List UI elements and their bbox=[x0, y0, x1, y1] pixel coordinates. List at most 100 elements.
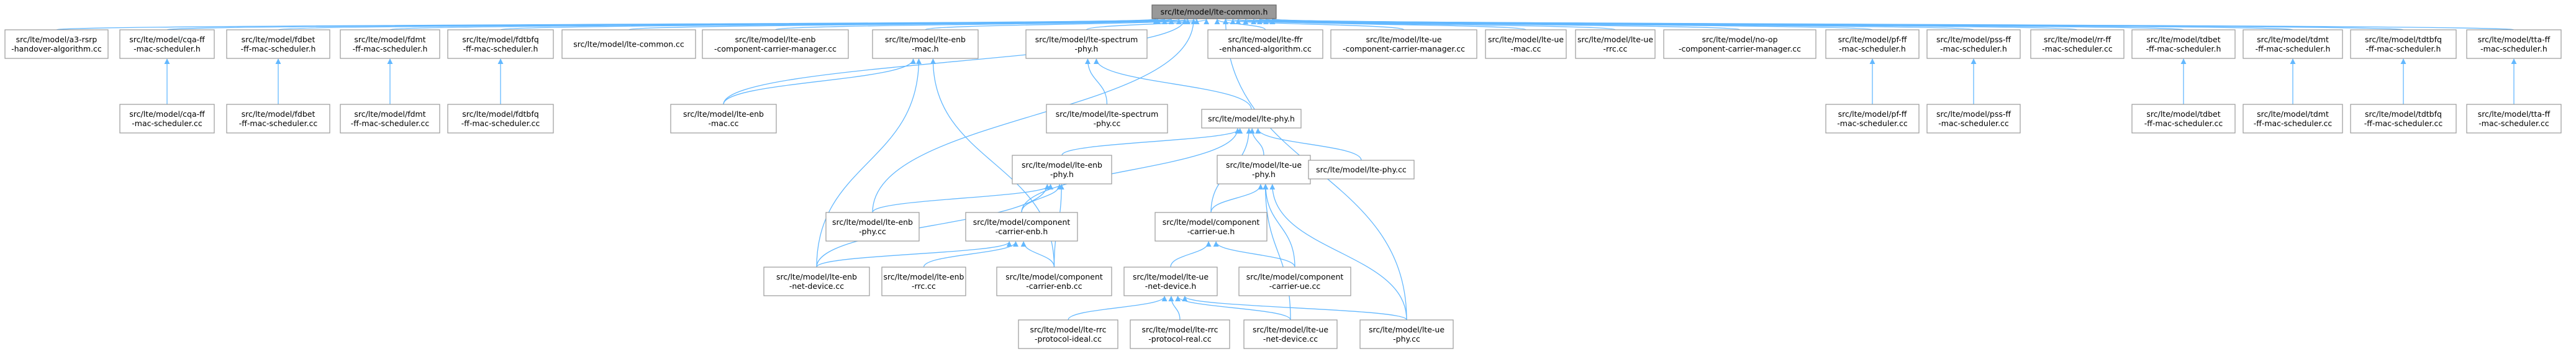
node-label: src/lte/model/tdtbfq bbox=[2365, 109, 2442, 119]
node-enb_netdev_cc[interactable]: src/lte/model/lte-enb-net-device.cc bbox=[763, 267, 870, 296]
node-label: -mac-scheduler.cc bbox=[2478, 119, 2549, 128]
node-label: src/lte/model/pss-ff bbox=[1936, 35, 2011, 44]
node-pss_h[interactable]: src/lte/model/pss-ff-mac-scheduler.h bbox=[1926, 29, 2021, 59]
node-box bbox=[881, 267, 966, 296]
node-label: src/lte/model/tdbet bbox=[2146, 35, 2220, 44]
edge-enb_mac_cc-to-enb_mac_h bbox=[723, 58, 916, 105]
node-label: -ff-mac-scheduler.cc bbox=[2144, 119, 2223, 128]
node-cc_ue_cc[interactable]: src/lte/model/component-carrier-ue.cc bbox=[1238, 267, 1351, 296]
node-rr_cc[interactable]: src/lte/model/rr-ff-mac-scheduler.cc bbox=[2030, 29, 2125, 59]
node-rrc_real_cc[interactable]: src/lte/model/lte-rrc-protocol-real.cc bbox=[1130, 319, 1230, 349]
node-tdtbfq_h[interactable]: src/lte/model/tdtbfq-ff-mac-scheduler.h bbox=[2350, 29, 2457, 59]
node-enb_phy_cc[interactable]: src/lte/model/lte-enb-phy.cc bbox=[825, 212, 920, 242]
node-box bbox=[2243, 29, 2343, 59]
edge-enb_netdev_cc-to-enb_phy_h bbox=[816, 184, 1050, 268]
node-box bbox=[1012, 155, 1112, 185]
node-label: -phy.h bbox=[1050, 170, 1074, 179]
node-tdbet_h[interactable]: src/lte/model/tdbet-ff-mac-scheduler.h bbox=[2131, 29, 2236, 59]
node-label: -phy.h bbox=[1075, 44, 1099, 53]
node-root[interactable]: src/lte/model/lte-common.h bbox=[1151, 4, 1277, 19]
node-pss_cc[interactable]: src/lte/model/pss-ff-mac-scheduler.cc bbox=[1926, 104, 2021, 134]
node-label: -ff-mac-scheduler.h bbox=[463, 44, 538, 53]
node-box bbox=[2030, 29, 2125, 59]
node-spectrum_phy_cc[interactable]: src/lte/model/lte-spectrum-phy.cc bbox=[1046, 104, 1168, 134]
node-ue_ccm[interactable]: src/lte/model/lte-ue-component-carrier-m… bbox=[1330, 29, 1477, 59]
node-label: -component-carrier-manager.cc bbox=[1679, 44, 1801, 53]
node-label: -mac.cc bbox=[1511, 44, 1541, 53]
node-enb_mac_cc[interactable]: src/lte/model/lte-enb-mac.cc bbox=[670, 104, 777, 134]
node-fdtbfq_h[interactable]: src/lte/model/fdtbfq-ff-mac-scheduler.h bbox=[447, 29, 554, 59]
node-cqa_h[interactable]: src/lte/model/cqa-ff-mac-scheduler.h bbox=[119, 29, 215, 59]
node-cqa_cc[interactable]: src/lte/model/cqa-ff-mac-scheduler.cc bbox=[119, 104, 215, 134]
edge-enb_phy_h-to-phy_h bbox=[1061, 128, 1243, 156]
node-fdmt_cc[interactable]: src/lte/model/fdmt-ff-mac-scheduler.cc bbox=[340, 104, 440, 134]
node-common_cc[interactable]: src/lte/model/lte-common.cc bbox=[561, 29, 696, 59]
node-label: src/lte/model/lte-ue bbox=[1488, 35, 1564, 44]
node-fdtbfq_cc[interactable]: src/lte/model/fdtbfq-ff-mac-scheduler.cc bbox=[447, 104, 554, 134]
node-label: src/lte/model/lte-enb bbox=[884, 272, 964, 281]
edge-cc_enb_cc-to-cc_enb_h bbox=[1020, 241, 1055, 268]
node-ue_netdev_cc[interactable]: src/lte/model/lte-ue-net-device.cc bbox=[1243, 319, 1338, 349]
node-label: src/lte/model/lte-common.cc bbox=[573, 40, 684, 49]
node-ue_phy_cc[interactable]: src/lte/model/lte-ue-phy.cc bbox=[1359, 319, 1454, 349]
node-box bbox=[340, 29, 440, 59]
node-label: src/lte/model/fdbet bbox=[242, 109, 315, 119]
node-fdbet_h[interactable]: src/lte/model/fdbet-ff-mac-scheduler.h bbox=[226, 29, 330, 59]
node-label: src/lte/model/lte-rrc bbox=[1141, 325, 1218, 334]
node-label: src/lte/model/fdmt bbox=[354, 35, 425, 44]
edge-ue_netdev_h-to-cc_ue_h bbox=[1170, 241, 1212, 268]
node-cc_enb_h[interactable]: src/lte/model/component-carrier-enb.h bbox=[965, 212, 1078, 242]
node-pf_h[interactable]: src/lte/model/pf-ff-mac-scheduler.h bbox=[1825, 29, 1920, 59]
node-ue_mac_cc[interactable]: src/lte/model/lte-ue-mac.cc bbox=[1485, 29, 1567, 59]
node-label: src/lte/model/pss-ff bbox=[1936, 109, 2011, 119]
node-ue_rrc_cc[interactable]: src/lte/model/lte-ue-rrc.cc bbox=[1575, 29, 1656, 59]
edge-ue_phy_cc-to-ue_netdev_h bbox=[1182, 296, 1407, 321]
node-box bbox=[1046, 104, 1168, 134]
node-enb_rrc_cc[interactable]: src/lte/model/lte-enb-rrc.cc bbox=[881, 267, 966, 296]
node-label: src/lte/model/lte-ue bbox=[1577, 35, 1653, 44]
node-box bbox=[1238, 267, 1351, 296]
node-label: -mac.cc bbox=[709, 119, 739, 128]
node-box bbox=[2243, 104, 2343, 134]
node-label: src/lte/model/tta-ff bbox=[2478, 35, 2551, 44]
node-box bbox=[1575, 29, 1656, 59]
node-tdmt_h[interactable]: src/lte/model/tdmt-ff-mac-scheduler.h bbox=[2243, 29, 2343, 59]
node-label: src/lte/model/lte-enb bbox=[885, 35, 966, 44]
node-label: src/lte/model/lte-enb bbox=[1022, 160, 1102, 170]
node-label: -ff-mac-scheduler.cc bbox=[2254, 119, 2333, 128]
edge-spectrum_phy_cc-to-spectrum_phy_h bbox=[1084, 58, 1108, 105]
node-pf_cc[interactable]: src/lte/model/pf-ff-mac-scheduler.cc bbox=[1825, 104, 1920, 134]
node-label: -mac-scheduler.cc bbox=[1938, 119, 2009, 128]
node-label: src/lte/model/lte-phy.cc bbox=[1316, 165, 1407, 175]
node-noop_ccm[interactable]: src/lte/model/no-op-component-carrier-ma… bbox=[1663, 29, 1816, 59]
node-label: -protocol-ideal.cc bbox=[1035, 334, 1102, 344]
edge-enb_phy_cc-to-enb_phy_h bbox=[872, 184, 1054, 213]
node-label: -component-carrier-manager.cc bbox=[1343, 44, 1465, 53]
edge-rrc_real_cc-to-ue_netdev_h bbox=[1168, 296, 1181, 321]
node-fdbet_cc[interactable]: src/lte/model/fdbet-ff-mac-scheduler.cc bbox=[226, 104, 330, 134]
node-label: src/lte/model/pf-ff bbox=[1838, 35, 1907, 44]
node-box bbox=[1123, 267, 1218, 296]
node-enb_ccm[interactable]: src/lte/model/lte-enb-component-carrier-… bbox=[702, 29, 849, 59]
node-phy_cc[interactable]: src/lte/model/lte-phy.cc bbox=[1308, 160, 1415, 180]
node-ue_phy_h[interactable]: src/lte/model/lte-ue-phy.h bbox=[1217, 155, 1311, 185]
node-a3[interactable]: src/lte/model/a3-rsrp-handover-algorithm… bbox=[4, 29, 109, 59]
node-tta_cc[interactable]: src/lte/model/tta-ff-mac-scheduler.cc bbox=[2466, 104, 2562, 134]
node-cc_enb_cc[interactable]: src/lte/model/component-carrier-enb.cc bbox=[996, 267, 1112, 296]
node-phy_h[interactable]: src/lte/model/lte-phy.h bbox=[1201, 109, 1302, 129]
node-box bbox=[561, 29, 696, 59]
node-tdtbfq_cc[interactable]: src/lte/model/tdtbfq-ff-mac-scheduler.cc bbox=[2350, 104, 2457, 134]
node-fdmt_h[interactable]: src/lte/model/fdmt-ff-mac-scheduler.h bbox=[340, 29, 440, 59]
node-tdmt_cc[interactable]: src/lte/model/tdmt-ff-mac-scheduler.cc bbox=[2243, 104, 2343, 134]
node-ue_netdev_h[interactable]: src/lte/model/lte-ue-net-device.h bbox=[1123, 267, 1218, 296]
edge-ue_phy_h-to-phy_h bbox=[1249, 128, 1264, 156]
node-tdbet_cc[interactable]: src/lte/model/tdbet-ff-mac-scheduler.cc bbox=[2131, 104, 2236, 134]
node-spectrum_phy_h[interactable]: src/lte/model/lte-spectrum-phy.h bbox=[1025, 29, 1148, 59]
node-label: src/lte/model/rr-ff bbox=[2044, 35, 2111, 44]
node-ffr_cc[interactable]: src/lte/model/lte-ffr-enhanced-algorithm… bbox=[1207, 29, 1323, 59]
node-enb_mac_h[interactable]: src/lte/model/lte-enb-mac.h bbox=[872, 29, 979, 59]
node-tta_h[interactable]: src/lte/model/tta-ff-mac-scheduler.h bbox=[2466, 29, 2562, 59]
node-enb_phy_h[interactable]: src/lte/model/lte-enb-phy.h bbox=[1012, 155, 1112, 185]
node-cc_ue_h[interactable]: src/lte/model/component-carrier-ue.h bbox=[1154, 212, 1268, 242]
node-rrc_ideal_cc[interactable]: src/lte/model/lte-rrc-protocol-ideal.cc bbox=[1018, 319, 1118, 349]
